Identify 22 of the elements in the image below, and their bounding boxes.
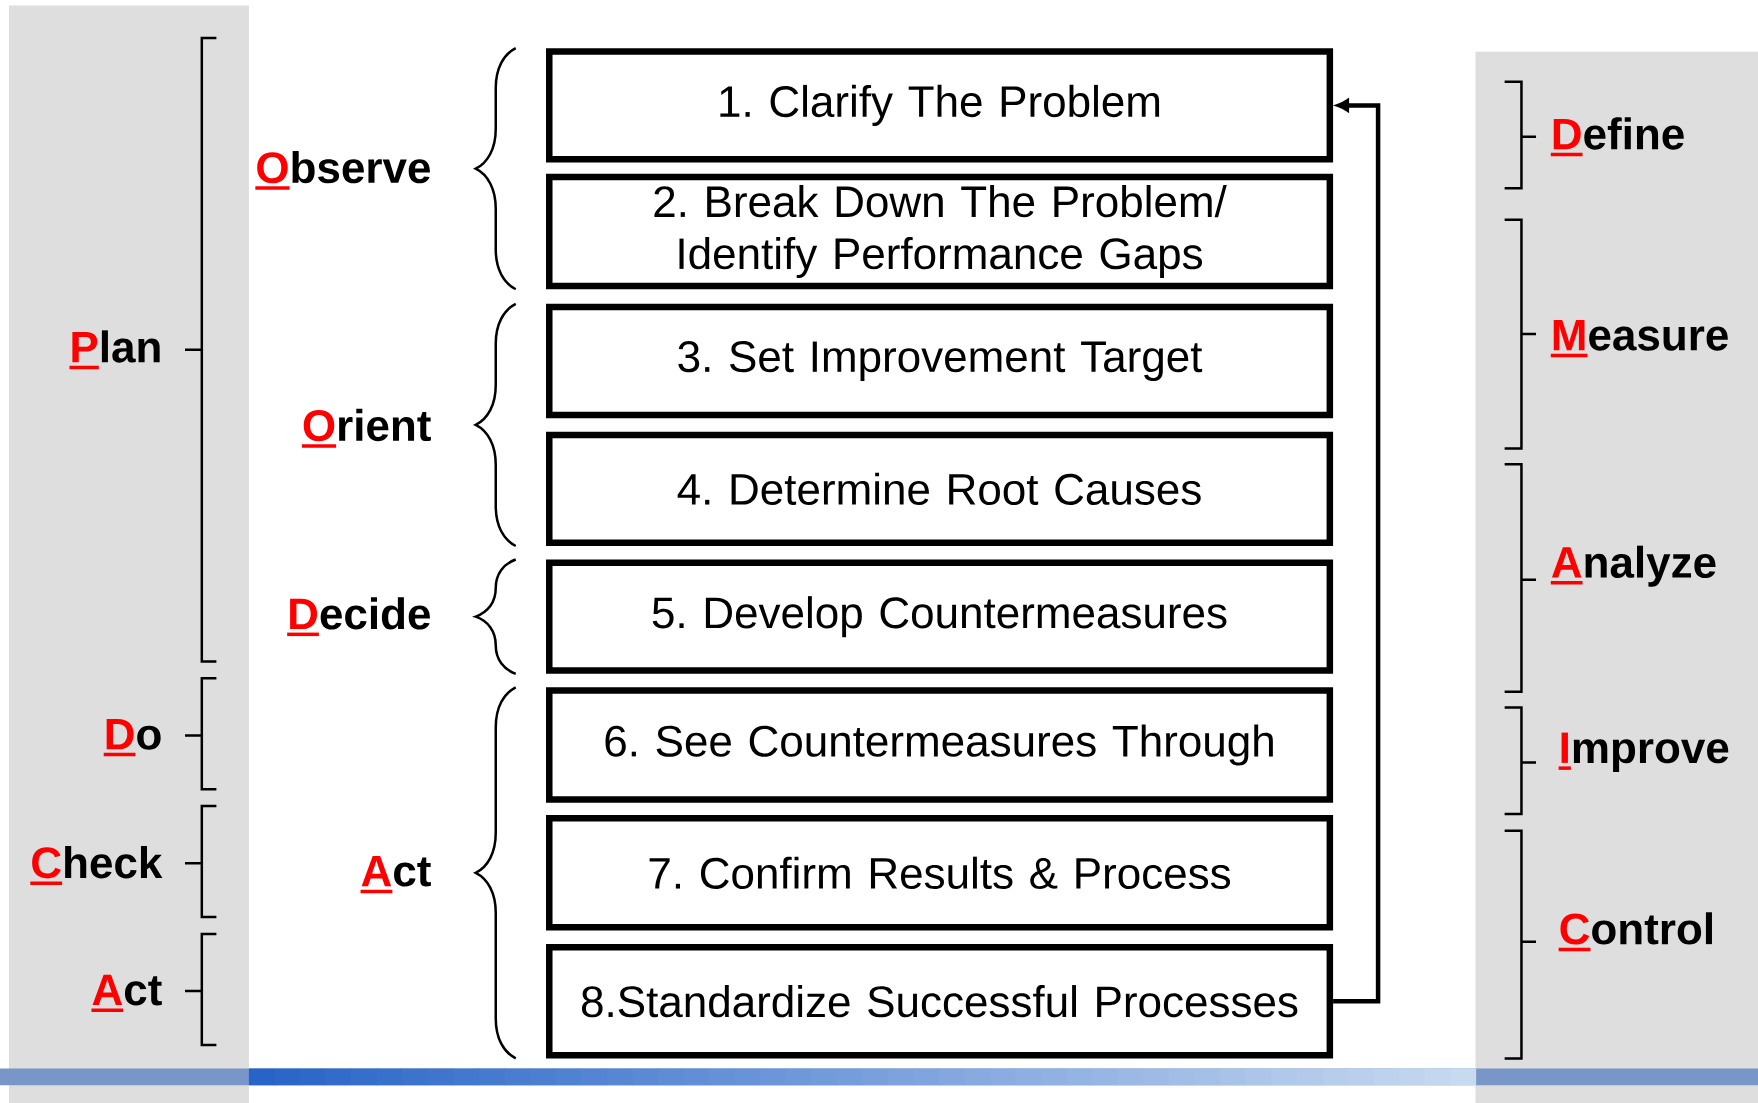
- process-box: 5. Develop Countermeasures: [546, 559, 1334, 674]
- phase-label: Plan: [69, 330, 160, 370]
- phase-label: Control: [1558, 912, 1712, 952]
- phase-label: Decide: [287, 597, 430, 637]
- process-box: 1. Clarify The Problem: [546, 48, 1334, 163]
- phase-label: Orient: [301, 408, 431, 448]
- process-box: 6. See Countermeasures Through: [546, 687, 1334, 803]
- feedback-arrow: [1333, 99, 1381, 1004]
- phase-label: Check: [30, 846, 163, 885]
- phase-label: Define: [1550, 117, 1684, 157]
- phase-label: Do: [103, 719, 161, 757]
- process-box: 3. Set Improvement Target: [546, 303, 1334, 419]
- process-box: 7. Confirm Results & Process: [546, 815, 1334, 931]
- phase-label: Improve: [1558, 732, 1729, 772]
- phase-label: Measure: [1550, 319, 1728, 358]
- phase-label: Analyze: [1550, 545, 1716, 587]
- phase-label: Act: [91, 974, 162, 1012]
- phase-label: Act: [360, 855, 431, 894]
- phase-label: Observe: [255, 150, 430, 190]
- process-box: 4. Determine Root Causes: [546, 431, 1334, 546]
- process-box: 2. Break Down The Problem/ Identify Performance Gaps: [546, 173, 1334, 290]
- process-box: 8.Standardize Successful Processes: [546, 944, 1334, 1059]
